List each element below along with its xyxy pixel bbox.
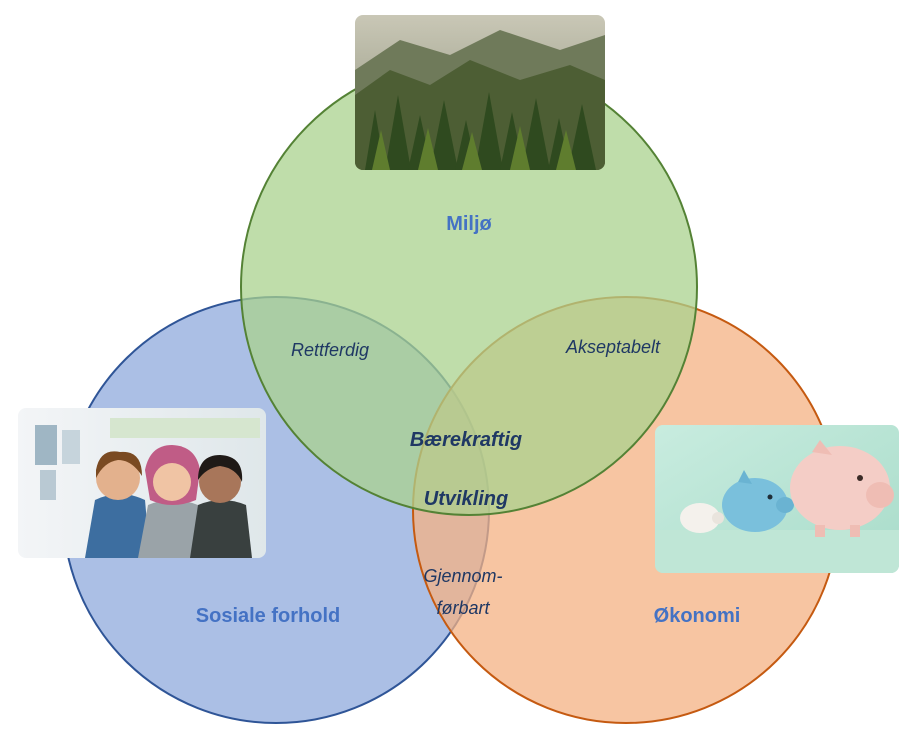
economy-label: Økonomi	[654, 605, 741, 627]
overlap-environment-economy-label: Akseptabelt	[565, 337, 661, 357]
overlap-environment-social-label: Rettferdig	[291, 340, 369, 360]
piggy-banks-photo	[655, 425, 899, 573]
overlap-social-economy-label-line2: førbart	[436, 598, 490, 618]
environment-label: Miljø	[446, 213, 492, 235]
center-label-line2: Utvikling	[424, 488, 508, 510]
social-label: Sosiale forhold	[196, 605, 340, 627]
children-photo	[18, 408, 266, 558]
center-label-line1: Bærekraftig	[410, 429, 522, 451]
overlap-social-economy-label-line1: Gjennom-	[423, 566, 502, 586]
forest-photo	[355, 15, 605, 170]
